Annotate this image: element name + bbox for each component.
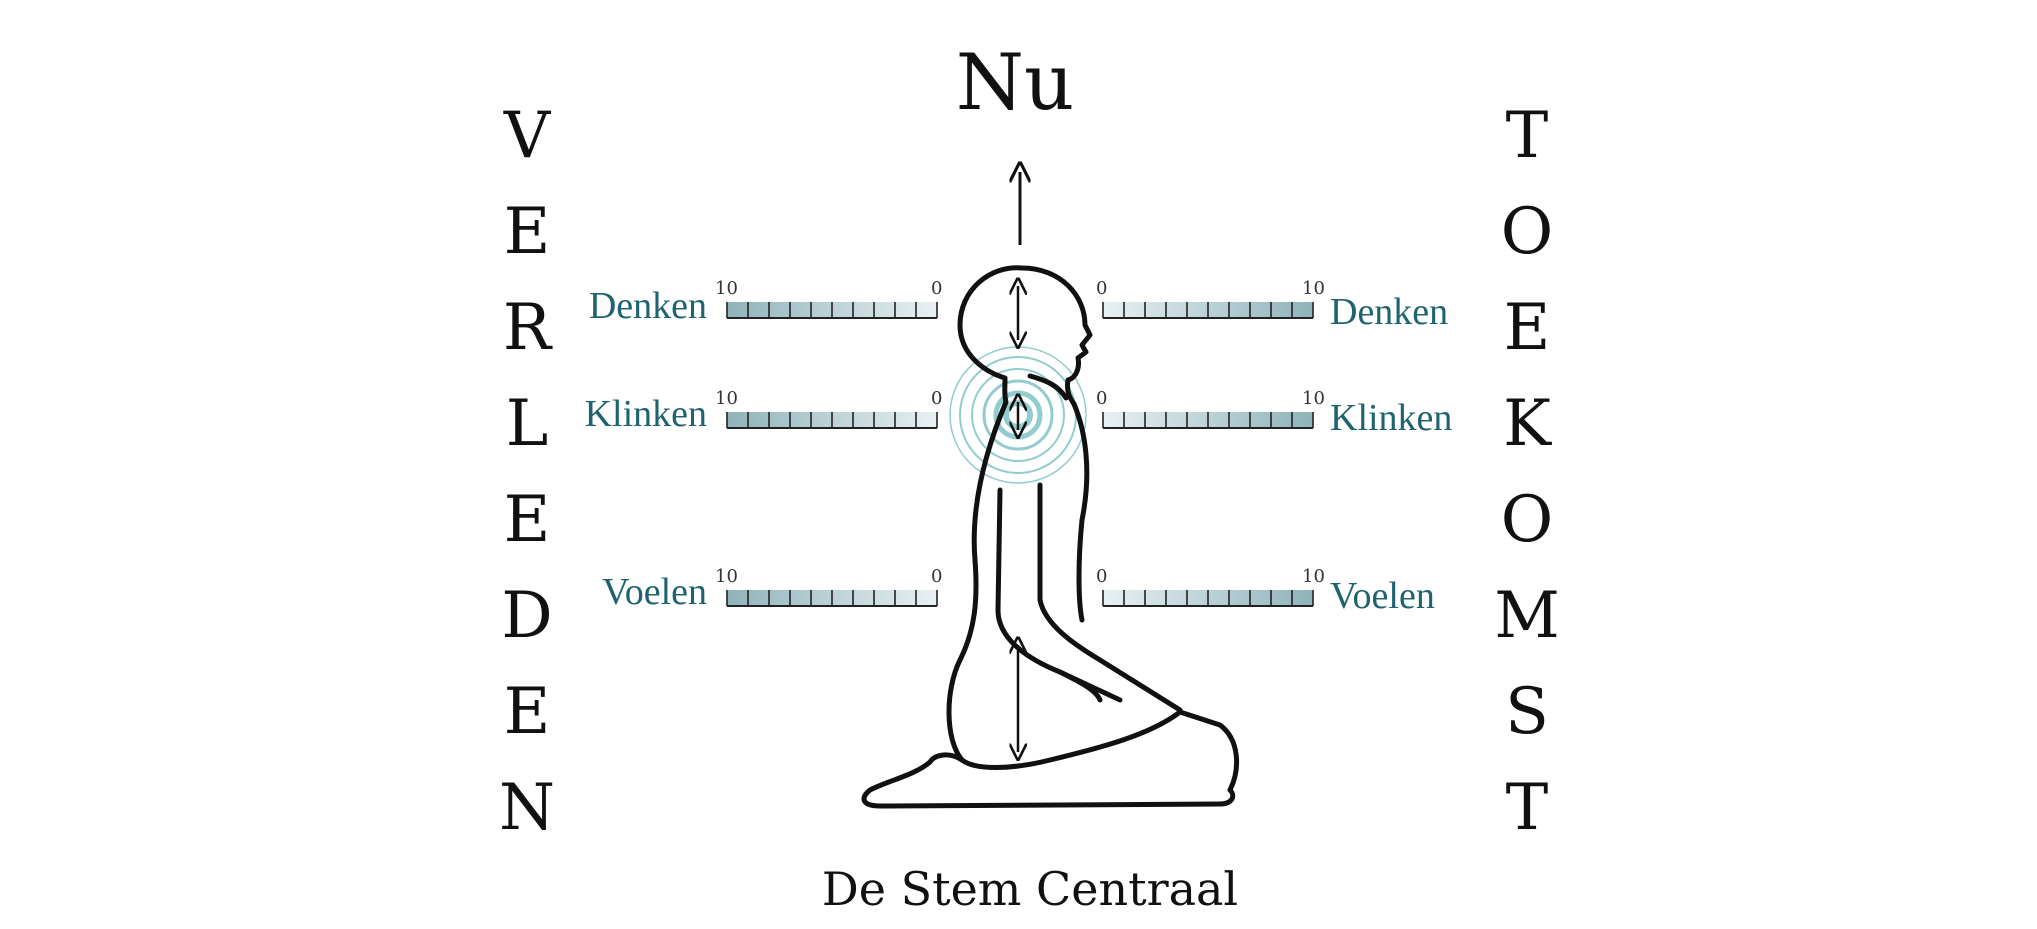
toekomst-letter: E (1503, 291, 1551, 365)
verleden-letter: L (505, 387, 549, 461)
verleden-column: V E R L E D E N (472, 88, 582, 856)
diagram-title: Nu (955, 38, 1075, 128)
scale-ticks (726, 302, 1314, 606)
right-label-klinken: Klinken (1330, 397, 1453, 439)
toekomst-letter: K (1503, 387, 1551, 461)
toekomst-letter: S (1505, 675, 1549, 749)
right-label-voelen: Voelen (1330, 575, 1435, 617)
figure-outline (861, 265, 1240, 809)
scale-min-label: 0 (931, 388, 942, 409)
verleden-letter: R (502, 291, 552, 365)
scale-min-label: 0 (931, 566, 942, 587)
left-label-denken: Denken (588, 285, 707, 327)
scale-min-label: 0 (931, 278, 942, 299)
left-label-voelen: Voelen (602, 571, 707, 613)
verleden-letter: V (503, 99, 551, 173)
verleden-letter: D (501, 579, 553, 653)
voice-rings (949, 346, 1087, 484)
right-label-denken: Denken (1330, 291, 1449, 333)
scale-max-label: 10 (1302, 566, 1325, 587)
scale-max-label: 10 (715, 566, 738, 587)
diagram-caption: De Stem Centraal (821, 862, 1239, 916)
verleden-letter: E (503, 483, 551, 557)
toekomst-letter: M (1494, 579, 1560, 653)
toekomst-letter: T (1505, 99, 1549, 173)
scale-min-label: 0 (1096, 278, 1107, 299)
scale-min-label: 0 (1096, 566, 1107, 587)
verleden-letter: E (503, 195, 551, 269)
scale-max-label: 10 (715, 278, 738, 299)
scale-min-label: 0 (1096, 388, 1107, 409)
toekomst-letter: O (1500, 483, 1554, 557)
toekomst-column: T O E K O M S T (1472, 88, 1582, 856)
verleden-letter: E (503, 675, 551, 749)
left-label-klinken: Klinken (584, 393, 707, 435)
verleden-letter: N (499, 771, 555, 845)
scale-max-label: 10 (1302, 278, 1325, 299)
toekomst-letter: T (1505, 771, 1549, 845)
scale-max-label: 10 (715, 388, 738, 409)
toekomst-letter: O (1500, 195, 1554, 269)
scale-max-label: 10 (1302, 388, 1325, 409)
